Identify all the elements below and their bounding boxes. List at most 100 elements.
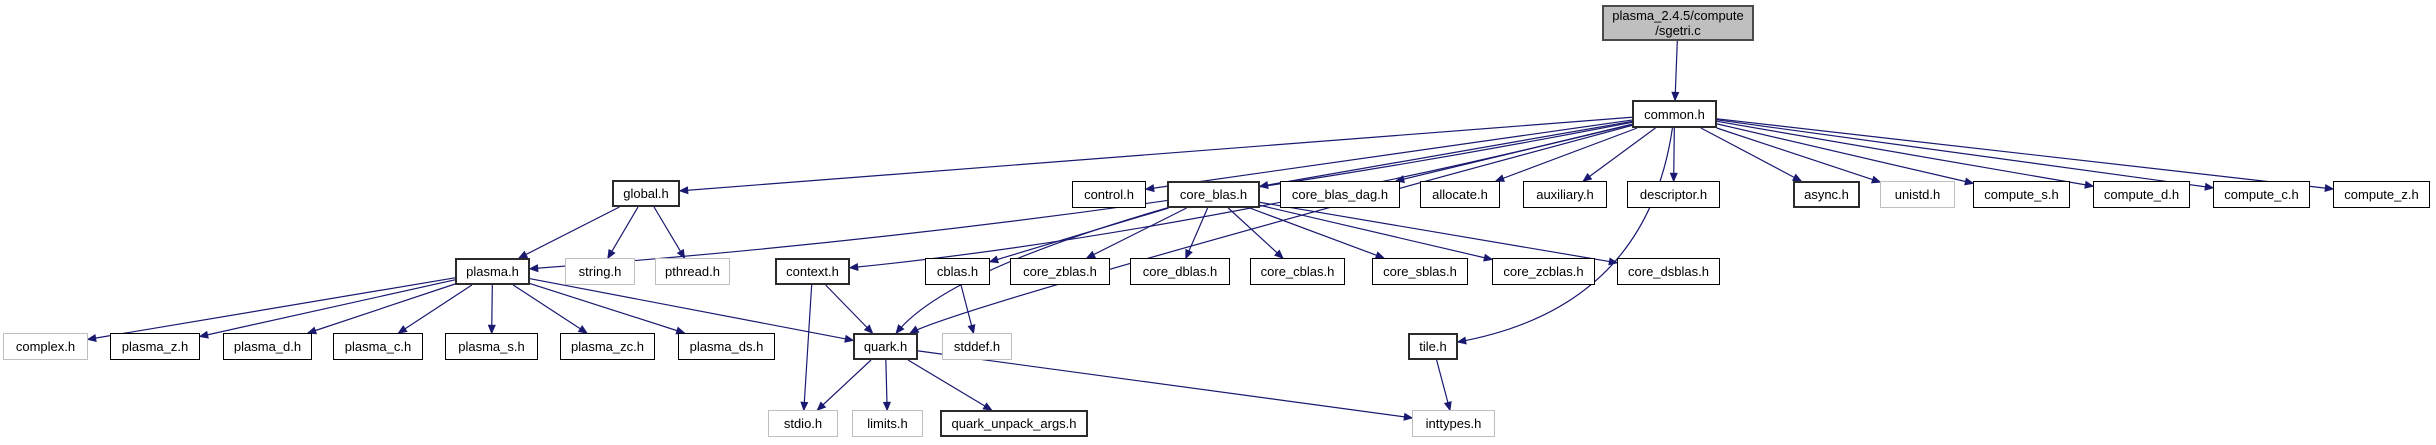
graph-node-label: string.h [578, 264, 622, 279]
edge-quark-h-to-stdio-h [816, 359, 872, 411]
graph-node-plasma-ds-h[interactable]: plasma_ds.h [678, 333, 775, 360]
edge-core-blas-h-to-core-dsblas-h [1259, 201, 1619, 266]
graph-node-core-cblas-h[interactable]: core_cblas.h [1250, 258, 1345, 285]
graph-node-plasma-c-h[interactable]: plasma_c.h [333, 333, 423, 360]
graph-node-label: core_cblas.h [1260, 264, 1335, 279]
graph-node-complex-h: complex.h [3, 333, 88, 360]
graph-node-plasma-s-h[interactable]: plasma_s.h [445, 333, 538, 360]
graph-node-label: descriptor.h [1639, 187, 1708, 202]
graph-node-label: allocate.h [1432, 187, 1488, 202]
graph-node-core-dblas-h[interactable]: core_dblas.h [1130, 258, 1230, 285]
graph-node-quark-unpack-args-h[interactable]: quark_unpack_args.h [940, 410, 1088, 437]
edge-quark-h-to-inttypes-h [917, 350, 1414, 421]
graph-node-core-sblas-h[interactable]: core_sblas.h [1372, 258, 1468, 285]
graph-node-label: unistd.h [1894, 187, 1941, 202]
graph-node-label: plasma_zc.h [571, 339, 644, 354]
graph-node-label: quark.h [863, 339, 908, 354]
graph-node-core-zcblas-h[interactable]: core_zcblas.h [1492, 258, 1595, 285]
edge-plasma-h-to-plasma-ds-h [529, 282, 686, 335]
edge-common-h-to-compute-z-h [1716, 118, 2335, 193]
edge-core-blas-h-to-core-dblas-h [1185, 207, 1209, 260]
graph-node-plasma-d-h[interactable]: plasma_d.h [223, 333, 312, 360]
graph-node-label: quark_unpack_args.h [951, 416, 1077, 431]
edge-plasma-h-to-plasma-c-h [397, 284, 473, 334]
edge-common-h-to-auxiliary-h [1582, 127, 1656, 182]
graph-node-auxiliary-h[interactable]: auxiliary.h [1523, 181, 1607, 208]
edge-common-h-to-global-h [678, 116, 1633, 195]
edge-global-h-to-pthread-h [653, 206, 686, 260]
graph-node-control-h[interactable]: control.h [1072, 181, 1146, 208]
graph-node-label: plasma.h [466, 264, 519, 279]
graph-node-sgetri-c: plasma_2.4.5/compute/sgetri.c [1602, 5, 1754, 41]
edge-global-h-to-plasma-h [517, 206, 620, 259]
graph-node-stddef-h: stddef.h [942, 333, 1012, 360]
graph-node-common-h[interactable]: common.h [1632, 100, 1717, 128]
edge-common-h-to-async-h [1700, 127, 1803, 182]
graph-node-label: compute_c.h [2224, 187, 2299, 202]
graph-node-label: plasma_c.h [344, 339, 412, 354]
graph-node-label: plasma_d.h [233, 339, 302, 354]
graph-node-quark-h[interactable]: quark.h [853, 333, 918, 360]
graph-node-label: core_zcblas.h [1503, 264, 1584, 279]
graph-node-core-blas-h[interactable]: core_blas.h [1167, 181, 1260, 208]
edge-plasma-h-to-plasma-s-h [487, 284, 496, 335]
edge-cblas-h-to-stddef-h [960, 284, 976, 335]
graph-node-core-dsblas-h[interactable]: core_dsblas.h [1617, 258, 1720, 285]
edge-common-h-to-allocate-h [1494, 127, 1638, 182]
graph-node-label: plasma_s.h [458, 339, 525, 354]
graph-node-label: compute_z.h [2344, 187, 2419, 202]
edge-plasma-h-to-plasma-z-h [198, 279, 456, 339]
graph-node-tile-h[interactable]: tile.h [1408, 333, 1458, 360]
graph-node-descriptor-h[interactable]: descriptor.h [1627, 181, 1720, 208]
edge-common-h-to-compute-d-h [1716, 120, 2095, 189]
graph-node-label: context.h [786, 264, 839, 279]
graph-node-label: cblas.h [936, 264, 979, 279]
graph-node-label: auxiliary.h [1536, 187, 1594, 202]
graph-node-compute-s-h[interactable]: compute_s.h [1973, 181, 2070, 208]
graph-node-label: core_dblas.h [1142, 264, 1218, 279]
graph-node-global-h[interactable]: global.h [612, 180, 680, 207]
edge-core-blas-h-to-core-zcblas-h [1259, 204, 1494, 262]
edge-common-h-to-compute-c-h [1716, 119, 2215, 191]
graph-node-label: stddef.h [953, 339, 1001, 354]
edge-core-blas-h-to-core-zblas-h [1085, 207, 1187, 259]
edge-plasma-h-to-quark-h [529, 278, 855, 343]
graph-node-core-blas-dag-h[interactable]: core_blas_dag.h [1280, 181, 1400, 208]
graph-node-label: core_blas_dag.h [1291, 187, 1389, 202]
graph-node-label: /sgetri.c [1655, 23, 1701, 38]
graph-node-inttypes-h: inttypes.h [1412, 410, 1495, 437]
edge-common-h-to-core-blas-dag-h [1394, 123, 1633, 184]
graph-node-label: compute_s.h [1984, 187, 2059, 202]
graph-node-async-h[interactable]: async.h [1793, 181, 1860, 208]
edge-common-h-to-descriptor-h [1669, 127, 1678, 183]
graph-node-context-h[interactable]: context.h [775, 258, 850, 285]
edge-common-h-to-core-blas-h [1258, 120, 1633, 189]
edge-core-blas-h-to-core-sblas-h [1249, 207, 1386, 259]
graph-node-label: stdio.h [783, 416, 823, 431]
graph-node-allocate-h[interactable]: allocate.h [1420, 181, 1500, 208]
graph-node-plasma-z-h[interactable]: plasma_z.h [110, 333, 200, 360]
graph-node-compute-z-h[interactable]: compute_z.h [2333, 181, 2430, 208]
graph-node-label: global.h [623, 186, 669, 201]
graph-node-limits-h: limits.h [852, 410, 923, 437]
graph-node-label: core_dsblas.h [1628, 264, 1709, 279]
graph-node-plasma-zc-h[interactable]: plasma_zc.h [560, 333, 655, 360]
edge-plasma-h-to-plasma-d-h [306, 283, 456, 335]
graph-node-compute-c-h[interactable]: compute_c.h [2213, 181, 2310, 208]
edge-global-h-to-string-h [607, 206, 639, 260]
graph-node-compute-d-h[interactable]: compute_d.h [2093, 181, 2190, 208]
graph-node-label: async.h [1804, 187, 1849, 202]
graph-node-cblas-h[interactable]: cblas.h [925, 258, 990, 285]
edge-context-h-to-stdio-h [800, 284, 813, 412]
graph-node-string-h: string.h [565, 258, 635, 285]
edge-common-h-to-tile-h [1456, 127, 1674, 345]
graph-node-label: tile.h [1419, 339, 1447, 354]
edge-core-blas-h-to-core-cblas-h [1227, 207, 1284, 259]
edge-sgetri-c-to-common-h [1671, 40, 1680, 102]
graph-node-core-zblas-h[interactable]: core_zblas.h [1010, 258, 1110, 285]
graph-node-plasma-h[interactable]: plasma.h [455, 258, 530, 285]
graph-node-label: plasma_z.h [121, 339, 189, 354]
graph-node-label: compute_d.h [2103, 187, 2180, 202]
